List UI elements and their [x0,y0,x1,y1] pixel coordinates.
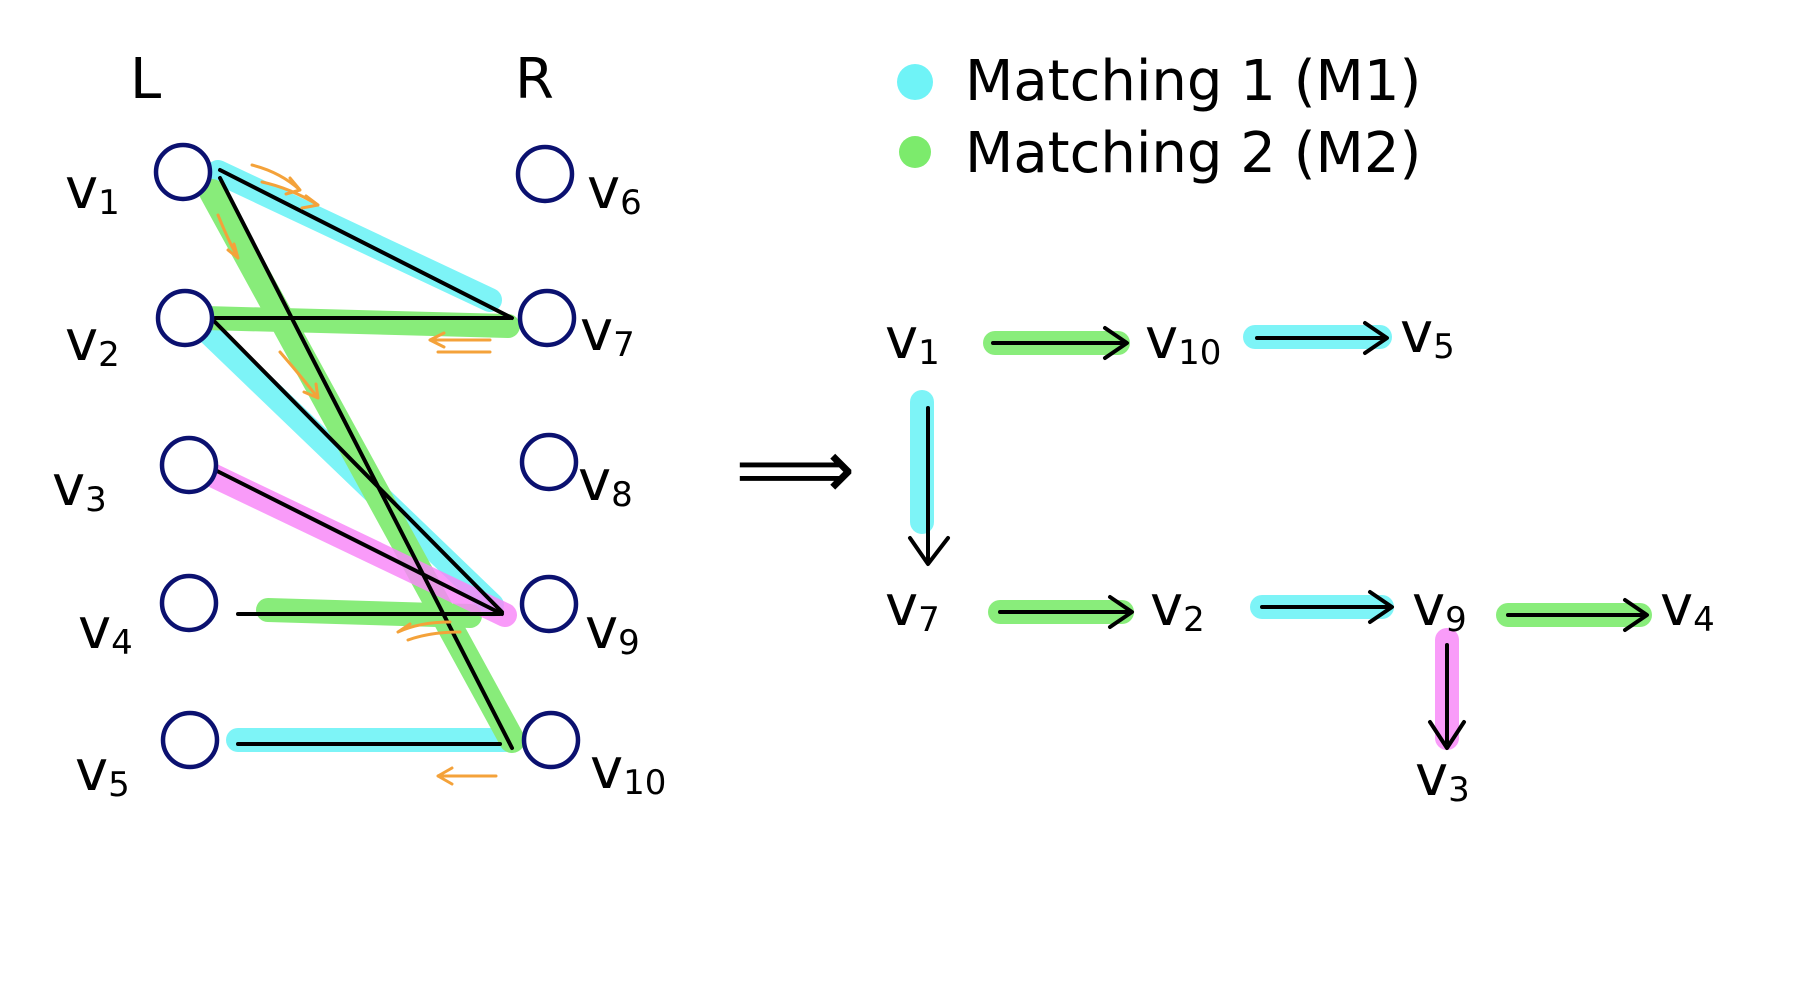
legend-label-m2: Matching 2 (M2) [965,121,1421,186]
tree-arrow-v1-v7 [908,406,950,566]
label-v3: v3 [52,454,107,520]
edge-v1-v10 [218,176,514,750]
label-v6: v6 [587,157,642,223]
label-v4: v4 [78,597,133,663]
implies-arrow: ⟹ [735,420,855,518]
tree-label-v4: v4 [1660,574,1715,640]
legend: Matching 1 (M1) Matching 2 (M2) [897,49,1421,186]
direction-arrow-6 [436,766,498,786]
bipartite-graph: L R [52,47,666,805]
direction-arrow-2 [216,213,240,260]
label-v7: v7 [580,299,635,365]
tree-arrow-v9-v4 [1506,598,1649,632]
left-header: L [130,47,161,112]
label-v8: v8 [578,449,633,515]
node-v1 [153,142,213,202]
node-v7 [517,288,577,348]
tree-arrow-v2-v9 [1260,590,1394,624]
tree-label-v2: v2 [1150,574,1205,640]
node-v9 [519,574,579,634]
direction-arrow-5 [396,620,452,634]
direction-arrow-3 [428,331,492,349]
node-v8 [519,432,579,492]
node-v6 [515,144,575,204]
edge-v1-v7 [218,168,514,320]
tree-label-v3: v3 [1415,744,1470,810]
direction-arrow-4 [278,350,320,400]
node-v5 [160,710,220,770]
right-header: R [515,47,554,112]
edge-v3-v9 [213,468,504,616]
label-v5: v5 [75,739,130,805]
tree-arrow-v10-v5 [1255,321,1389,355]
label-v1: v1 [65,157,120,223]
label-v2: v2 [65,309,120,375]
tree-label-v5: v5 [1400,301,1455,367]
tree-arrow-v1-v10 [991,326,1129,360]
label-v10: v10 [590,737,666,803]
legend-swatch-m2 [899,136,931,168]
tree-label-v1: v1 [885,307,940,373]
tree-arrow-v7-v2 [998,595,1134,629]
label-v9: v9 [585,597,640,663]
node-v10 [521,710,581,770]
tree-arrow-v9-v3 [1428,643,1466,750]
alternating-tree: v1 v10 v5 v7 v2 v9 v4 v3 [885,301,1715,810]
direction-arrow-1b [260,180,320,210]
node-v2 [155,288,215,348]
legend-label-m1: Matching 1 (M1) [965,49,1421,114]
node-v3 [159,435,219,495]
node-v4 [159,573,219,633]
edge-v2-v9 [213,320,504,614]
tree-label-v10: v10 [1145,307,1221,373]
tree-label-v9: v9 [1412,574,1467,640]
tree-label-v7: v7 [885,574,940,640]
direction-arrow-5b [406,630,462,642]
legend-swatch-m1 [897,64,933,100]
